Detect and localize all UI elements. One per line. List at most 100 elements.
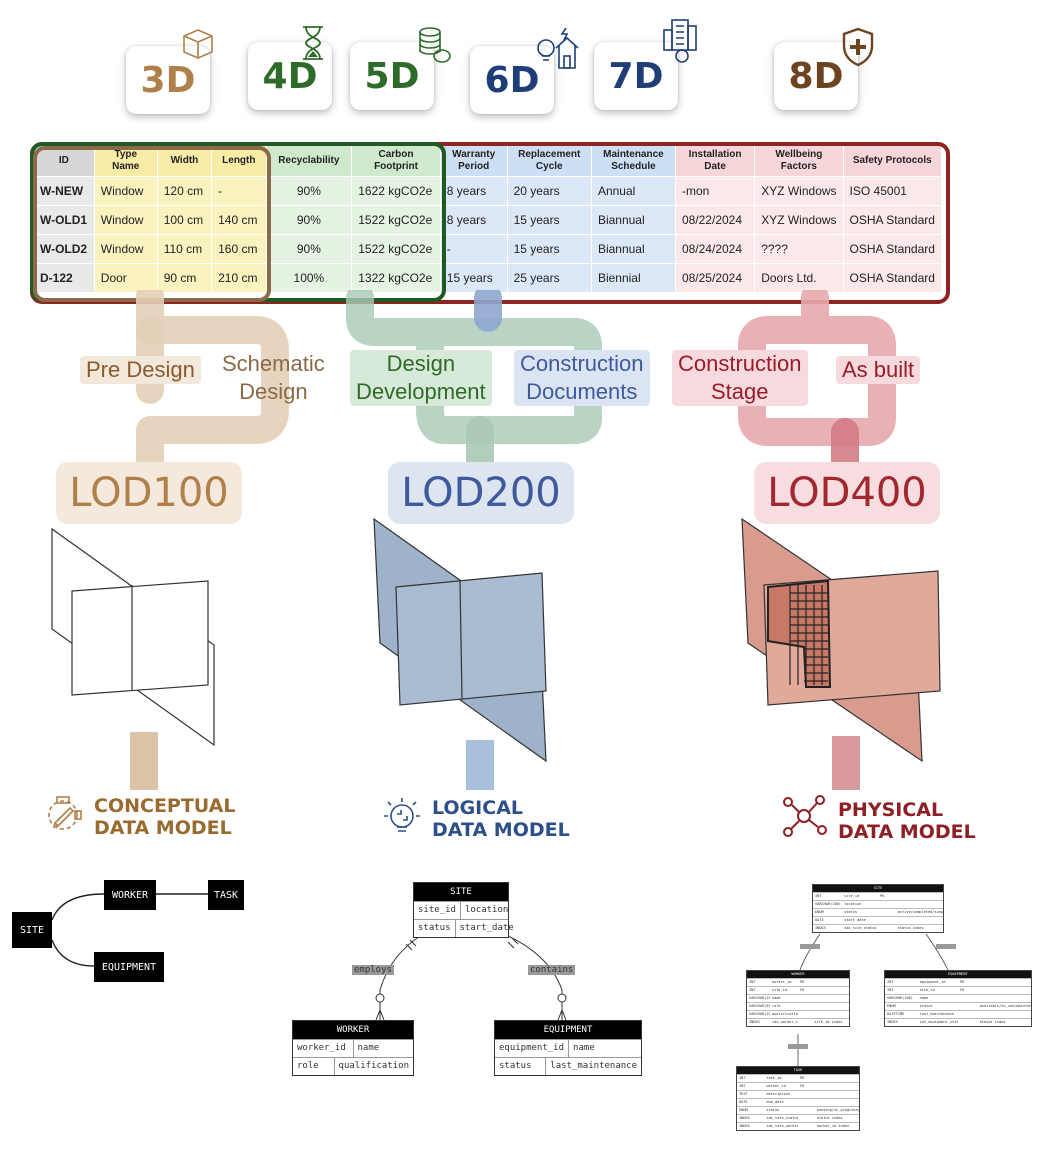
field: status index [979, 1020, 1006, 1024]
field [878, 917, 896, 924]
cell-installation: 08/24/2024 [675, 234, 756, 264]
field: status [844, 910, 858, 914]
header-carbon-footprint: Carbon Footprint [351, 146, 441, 177]
field [798, 1003, 812, 1010]
field: VARCHAR(100) [749, 996, 770, 1000]
conceptual-site-entity: SITE [12, 912, 52, 948]
field: qualification [771, 1012, 798, 1016]
field: INDEX [739, 1124, 750, 1128]
cell-id: W-NEW [34, 176, 95, 206]
field [815, 1099, 859, 1106]
field: PK [880, 894, 885, 898]
conceptual-data-model-title: CONCEPTUAL DATA MODEL [94, 795, 235, 839]
cell-width: 100 cm [157, 205, 213, 235]
field [896, 893, 943, 900]
field: site_id [771, 988, 788, 992]
logical-connectors [375, 935, 567, 1021]
cell-carbon: 1622 kgCO2e [351, 176, 441, 206]
field: DATE [815, 918, 824, 922]
physical-row: DATETIME last_maintenance [885, 1010, 1031, 1018]
field [958, 995, 978, 1002]
field: INT [739, 1084, 746, 1088]
physical-title-line2: DATA MODEL [838, 821, 976, 843]
field: role [771, 1004, 781, 1008]
cell-carbon: 1322 kgCO2e [351, 263, 441, 293]
field: task_id [766, 1076, 782, 1080]
phase-construction-docs-line1: Construction [520, 351, 644, 376]
conceptual-task-label: TASK [213, 889, 239, 901]
cell-safety: ISO 45001 [843, 176, 943, 206]
physical-row: VARCHAR(100)location [813, 900, 943, 908]
cell-recyclability: 100% [266, 263, 353, 293]
dimension-4d-label: 4D [262, 55, 318, 97]
field [798, 1123, 815, 1130]
field [798, 1115, 815, 1122]
phase-construction-stage-line2: Stage [711, 379, 769, 404]
logical-title-line2: DATA MODEL [432, 819, 570, 841]
logical-site-title: SITE [414, 883, 508, 901]
field [815, 1083, 859, 1090]
field: INT [815, 894, 822, 898]
cell-wellbeing: XYZ Windows [754, 205, 844, 235]
field [978, 995, 1031, 1002]
phase-as-built-label: As built [842, 357, 915, 382]
lod400-label: LOD400 [767, 470, 927, 516]
header-width: Width [157, 146, 213, 177]
table-row: W-OLD2 Window 110 cm 160 cm 90% 1522 kgC… [34, 234, 943, 264]
cell-installation: 08/22/2024 [675, 205, 756, 235]
dimension-8d-tile: 8D [774, 42, 858, 110]
dimension-7d-label: 7D [608, 55, 664, 97]
cell-width: 110 cm [157, 234, 213, 264]
field: qualification [333, 1058, 413, 1075]
field: FK [800, 1084, 805, 1088]
field: last_maintenance [919, 1012, 955, 1016]
field [798, 1107, 815, 1114]
field: INT [887, 980, 894, 984]
field: DATETIME [887, 1012, 905, 1016]
field [896, 917, 943, 924]
lod100-badge: LOD100 [56, 462, 242, 524]
field: INT [749, 980, 756, 984]
phase-schematic-design: Schematic Design [216, 350, 331, 406]
phase-connector-pipes [136, 290, 896, 479]
field: DATE [739, 1100, 748, 1104]
cell-wellbeing: Doors Ltd. [754, 263, 844, 293]
logical-data-model-title: LOGICAL DATA MODEL [432, 797, 570, 841]
physical-stem [832, 736, 860, 790]
lod400-badge: LOD400 [754, 462, 940, 524]
field: status index [897, 926, 924, 930]
phase-schematic-line2: Design [239, 379, 308, 404]
physical-row: DATE start_date [813, 916, 943, 924]
field: name [919, 996, 929, 1000]
cell-carbon: 1522 kgCO2e [351, 234, 441, 264]
conceptual-title-line2: DATA MODEL [94, 817, 232, 839]
field: start_date [844, 918, 866, 922]
element-properties-table: ID Type Name Width Length Recyclability … [34, 146, 943, 293]
cell-installation: -mon [675, 176, 756, 206]
physical-row: DATE due_date [737, 1098, 859, 1106]
field: description [766, 1092, 791, 1096]
field [878, 925, 896, 932]
conceptual-equipment-entity: EQUIPMENT [94, 952, 164, 982]
cell-installation: 08/25/2024 [675, 263, 756, 293]
cell-safety: OSHA Standard [843, 263, 943, 293]
field [878, 909, 896, 916]
field [978, 1011, 1031, 1018]
cell-length: 210 cm [211, 263, 267, 293]
cell-recyclability: 90% [266, 176, 353, 206]
field: due_date [766, 1100, 784, 1104]
physical-row: VARCHAR(100)qualification [747, 1010, 849, 1018]
field: status [766, 1108, 780, 1112]
physical-row: VARCHAR(100)name [885, 994, 1031, 1002]
dimension-6d-label: 6D [484, 59, 540, 101]
conceptual-worker-entity: WORKER [104, 880, 156, 910]
